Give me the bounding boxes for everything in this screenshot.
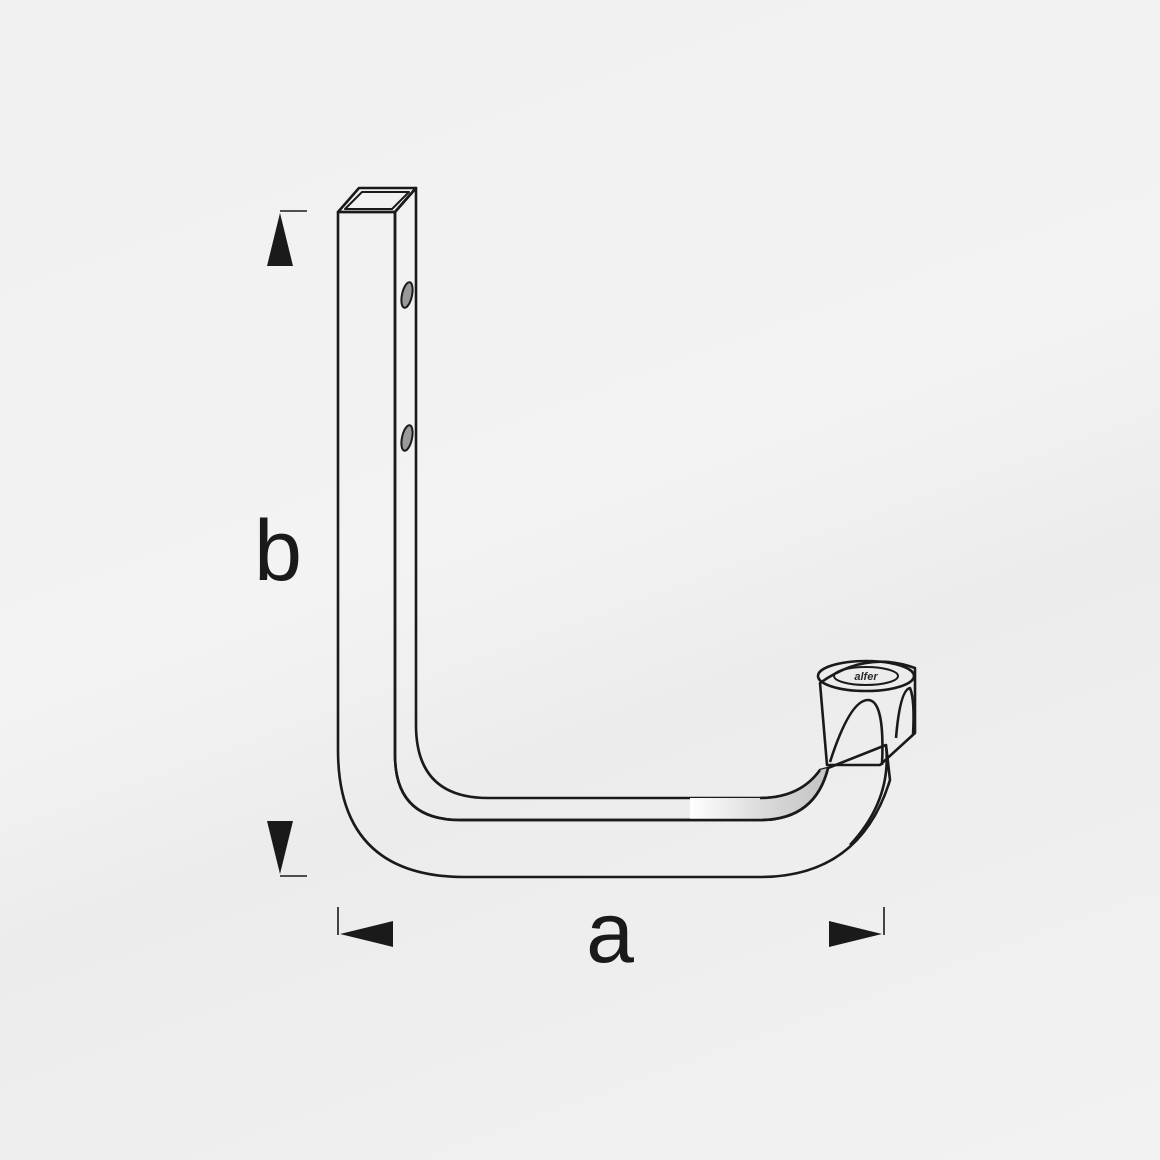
arrow-up-icon (267, 213, 293, 266)
dimension-label-b: b (254, 503, 302, 599)
end-cap: alfer (816, 659, 917, 767)
mounting-hole-upper (400, 281, 414, 309)
dimension-b: b (254, 210, 307, 877)
dimension-a: a (337, 885, 885, 981)
cap-brand-marking: alfer (854, 671, 878, 683)
arrow-down-icon (267, 821, 293, 874)
hook-body (336, 186, 892, 879)
arrow-left-icon (340, 921, 393, 947)
mounting-hole-lower (400, 424, 414, 452)
arrow-right-icon (829, 921, 882, 947)
dimension-label-a: a (586, 885, 634, 981)
